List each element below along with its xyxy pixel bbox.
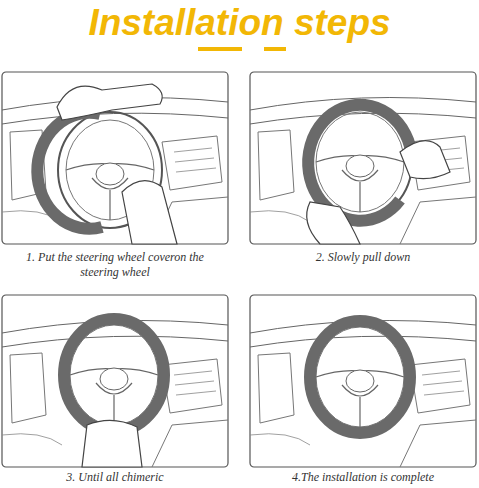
step-caption: 2. Slowly pull down [263,250,463,265]
step-caption: 3. Until all chimeric [15,470,215,485]
step-caption: 4.The installation is complete [263,470,463,485]
step-caption: 1. Put the steering wheel coveron the st… [15,250,215,280]
title: Installation steps [0,1,479,45]
